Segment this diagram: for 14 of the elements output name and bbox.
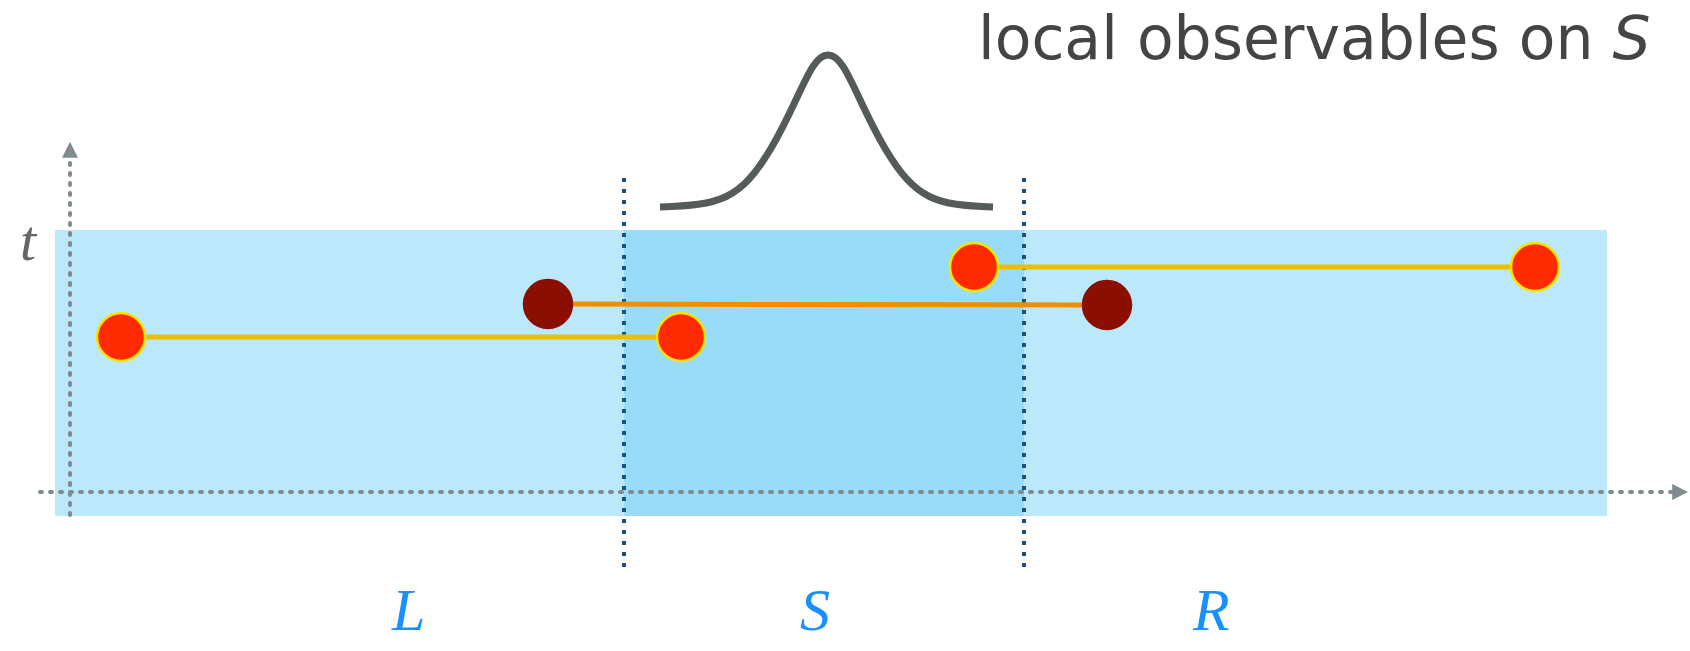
particle-dot — [1081, 279, 1133, 331]
heading-text: local observables on S — [978, 8, 1651, 68]
particle-dot — [95, 311, 147, 363]
particle-dot — [522, 278, 574, 330]
axis-label: t — [20, 212, 37, 270]
region-label: S — [800, 580, 830, 640]
particle-dot — [1509, 241, 1561, 293]
region-label: L — [392, 580, 426, 640]
connector-line — [145, 334, 657, 340]
particle-dot — [948, 241, 1000, 293]
particle-dot — [655, 311, 707, 363]
connector-line — [572, 301, 1083, 308]
connector-line — [998, 264, 1511, 270]
region-label: R — [1193, 580, 1230, 640]
